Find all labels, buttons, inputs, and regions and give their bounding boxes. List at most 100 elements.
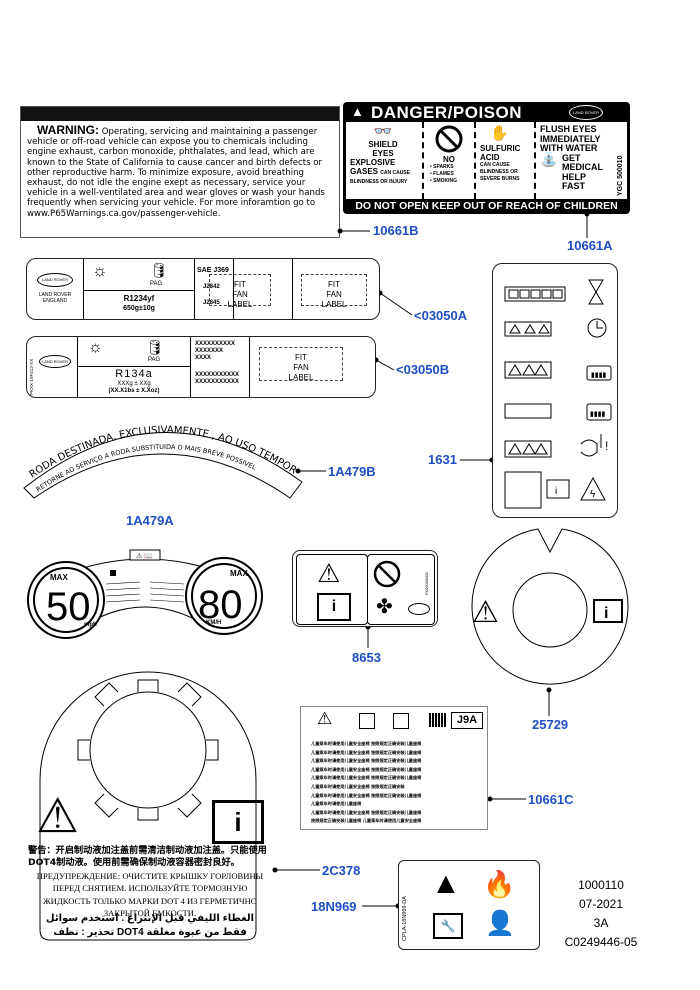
eyes-text: EYES xyxy=(372,149,394,158)
speed-value-right: 80 xyxy=(198,583,243,627)
ac-b-xx-block: XXXXXXXXXX XXXXXXX XXXX XXXXXXXXXXX XXXX… xyxy=(195,341,240,385)
smoking-text: • SMOKING xyxy=(430,178,458,184)
warning-label-header-bar xyxy=(21,107,339,121)
qr-code-icon xyxy=(429,713,447,727)
callout-2c378[interactable]: 2C378 xyxy=(322,863,361,878)
label-8653: ⚠ i ✤ FK00000000 xyxy=(292,550,438,627)
medical-text: MEDICAL xyxy=(562,162,603,172)
callout-1a479b[interactable]: 1A479B xyxy=(328,464,376,479)
icon-panel-svg: ▮▮▮▮ ▮▮▮▮ i ϟ ! xyxy=(504,279,612,509)
sulfuric-text: SULFURIC xyxy=(480,144,521,153)
brake-manual-icon: i xyxy=(212,800,264,844)
ac-a-sae: SAE J369 xyxy=(197,267,229,274)
immediately-text: IMMEDIATELY xyxy=(540,133,601,144)
technician-icon: 👤 xyxy=(485,910,515,937)
ac-b-charge-2: (XX.X1bs ± X.Xoz) xyxy=(108,388,160,394)
callout-8653[interactable]: 8653 xyxy=(352,650,381,665)
fan-icon: ✤ xyxy=(376,596,393,618)
callout-10661b[interactable]: 10661B xyxy=(373,223,419,238)
svg-text:i: i xyxy=(604,605,608,622)
ac-a-j2842: J2842 xyxy=(203,284,220,290)
ac-b-sep xyxy=(249,337,250,397)
eyewash-icon: ⛲ xyxy=(540,151,558,167)
brake-text-ar-2: فقط من عبوة مغلقة DOT4 تحذير : نظف xyxy=(53,927,247,938)
footer-line-1: 1000110 xyxy=(578,878,624,892)
brake-text-ru: ПРЕДУПРЕЖДЕНИЕ: ОЧИСТИТЕ КРЫШКУ ГОРЛОВИН… xyxy=(36,871,264,919)
acid-hand-icon: ✋ xyxy=(490,125,509,142)
danger-col-no-flames: NO • SPARKS • FLAMES • SMOKING xyxy=(422,122,474,199)
ac-a-fit-fan-2: FIT FAN LABEL xyxy=(301,274,367,309)
flames-text: • FLAMES xyxy=(430,171,454,177)
disc-manual-icon xyxy=(593,599,623,623)
ac-b-refrigerant: R134a xyxy=(115,368,153,380)
exclamation-icon: ! xyxy=(605,439,608,453)
warning-text: WARNING: Operating, servicing and mainta… xyxy=(27,124,335,219)
ac-a-origin-1: LAND ROVER xyxy=(38,292,72,298)
ac-b-side-code: PKXX-19F412-XX xyxy=(29,358,34,395)
danger-col-acid: ✋ SULFURIC ACID CAN CAUSE BLINDNESS OR S… xyxy=(474,122,534,199)
explosive-text: EXPLOSIVE xyxy=(350,158,396,167)
speed-max-left: MAX xyxy=(50,573,68,582)
brake-warning-icon: ⚠ xyxy=(36,790,80,843)
child-box-2 xyxy=(393,713,409,729)
land-rover-logo-icon: LAND ROVER xyxy=(569,105,603,120)
ac-a-logo-icon: LAND ROVER xyxy=(37,273,73,287)
danger-footer: DO NOT OPEN KEEP OUT OF REACH OF CHILDRE… xyxy=(355,200,618,212)
speed-fine-print xyxy=(105,570,185,603)
callout-10661a[interactable]: 10661A xyxy=(567,238,613,253)
warning-body: Operating, servicing and maintaining a p… xyxy=(27,127,325,219)
footer-line-2: 07-2021 xyxy=(578,897,624,911)
ac-b-logo-icon: LAND ROVER xyxy=(39,355,71,368)
fast-text: FAST xyxy=(562,181,586,191)
ac-a-refrigerant: R1234yf xyxy=(123,294,155,303)
manual-book-icon: i xyxy=(317,593,351,621)
hazard-triangle-icon: ▲ xyxy=(431,867,461,900)
ac-b-divider xyxy=(78,366,190,367)
no-smoking-icon xyxy=(435,125,463,153)
label-10661c-text: 儿童乘车时请使用儿童安全座椅 按照规定正确安装儿童座椅 儿童乘车时请使用儿童安全… xyxy=(311,741,422,824)
label-8653-left: ⚠ i xyxy=(296,554,368,625)
speed-max-right: MAX xyxy=(230,569,248,578)
footer-codes: 1000110 07-2021 3A C0249446-05 xyxy=(556,876,646,952)
speed-unit-left: mph xyxy=(84,622,97,628)
flammable-icon: 🔥 xyxy=(483,869,516,899)
ac-a-sep2 xyxy=(292,259,293,319)
service-manual-icon: 🔧 xyxy=(433,913,463,939)
warning-triangle-icon: ⚠ xyxy=(317,558,341,588)
label-8653-side-code: FK00000000 xyxy=(424,572,429,595)
label-10661c-code: J9A xyxy=(451,712,483,729)
ac-a-inner: ☼ 🛢 PAG R1234yf 650g±10g xyxy=(83,259,195,319)
battery-full-icon: ▮▮▮▮ xyxy=(590,411,606,418)
help-text: HELP xyxy=(562,171,587,182)
no-text: NO xyxy=(443,155,455,164)
callout-10661c[interactable]: 10661C xyxy=(528,792,574,807)
callout-03050b[interactable]: <03050B xyxy=(396,362,450,377)
callout-1631[interactable]: 1631 xyxy=(428,452,457,467)
ac-a-sep xyxy=(233,259,234,319)
label-18n969-side-code: CPLA-18N969-DA xyxy=(402,896,408,941)
speed-warning-icon: ⚠ 📖 xyxy=(136,552,153,560)
shield-text: SHIELD xyxy=(368,140,398,149)
ac-a-oilcan-icon: 🛢 xyxy=(150,262,168,278)
can-cause-text: CAN CAUSE xyxy=(480,162,510,168)
callout-25729[interactable]: 25729 xyxy=(532,717,569,732)
callout-1a479a[interactable]: 1A479A xyxy=(126,513,174,528)
ac-b-charge-1: XXXg ± XXg xyxy=(117,381,151,387)
manual-icon: i xyxy=(555,486,557,497)
danger-title-row: ▲ DANGER/POISON LAND ROVER xyxy=(343,102,630,122)
callout-03050a[interactable]: <03050A xyxy=(414,308,468,323)
speed-label: ⚠ 📖 MAX 50 mph MAX 80 KM/H xyxy=(27,549,263,639)
ac-b-inner: ☼ 🛢 PAG R134a XXXg ± XXg (XX.X1bs ± X.Xo… xyxy=(77,337,191,397)
gases-row: GASES CAN CAUSE xyxy=(350,167,410,176)
sparks-text: • SPARKS xyxy=(430,164,454,170)
footer-line-4: C0249446-05 xyxy=(564,935,638,949)
ac-label-b: PKXX-19F412-XX LAND ROVER ☼ 🛢 PAG R134a … xyxy=(26,336,376,398)
callout-18n969[interactable]: 18N969 xyxy=(311,899,357,914)
with-water-text: WITH WATER xyxy=(540,143,598,153)
blindness-text: BLINDNESS OR xyxy=(480,169,518,175)
child-box-1 xyxy=(359,713,375,729)
disc-label-25729: ⚠ i xyxy=(471,528,629,685)
get-text: GET xyxy=(562,152,581,163)
battery-icon: ▮▮▮▮ xyxy=(591,372,607,379)
severe-burns-text: SEVERE BURNS xyxy=(480,176,520,182)
